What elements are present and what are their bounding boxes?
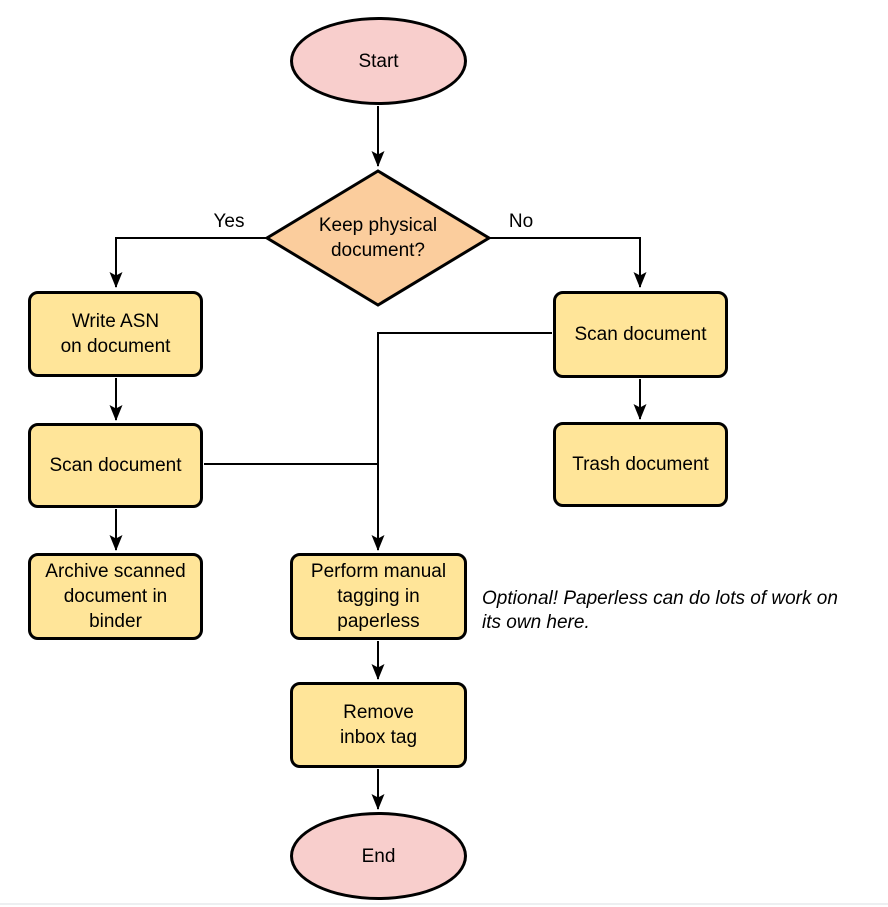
edge-decision-write-asn <box>109 237 266 288</box>
page-bottom-divider <box>0 903 888 905</box>
edge-label-no: No <box>508 211 534 232</box>
node-trash-document: Trash document <box>553 422 728 507</box>
node-end: End <box>290 812 467 900</box>
node-scan-document-right: Scan document <box>553 291 728 378</box>
optional-note: Optional! Paperless can do lots of work … <box>482 588 838 633</box>
node-start: Start <box>290 17 467 105</box>
edge-scan-right-perform-tagging <box>371 332 552 551</box>
edge-label-yes: Yes <box>213 211 245 232</box>
node-remove-inbox-tag: Remove inbox tag <box>290 682 467 768</box>
decision-diamond-shape <box>264 169 492 307</box>
node-write-asn: Write ASN on document <box>28 291 203 377</box>
node-archive-in-binder: Archive scanned document in binder <box>28 553 203 640</box>
node-scan-document-left: Scan document <box>28 423 203 508</box>
edge-decision-scan-right <box>489 237 647 288</box>
node-perform-manual-tagging: Perform manual tagging in paperless <box>290 553 467 640</box>
node-decision-label: Keep physical document? <box>318 215 438 261</box>
